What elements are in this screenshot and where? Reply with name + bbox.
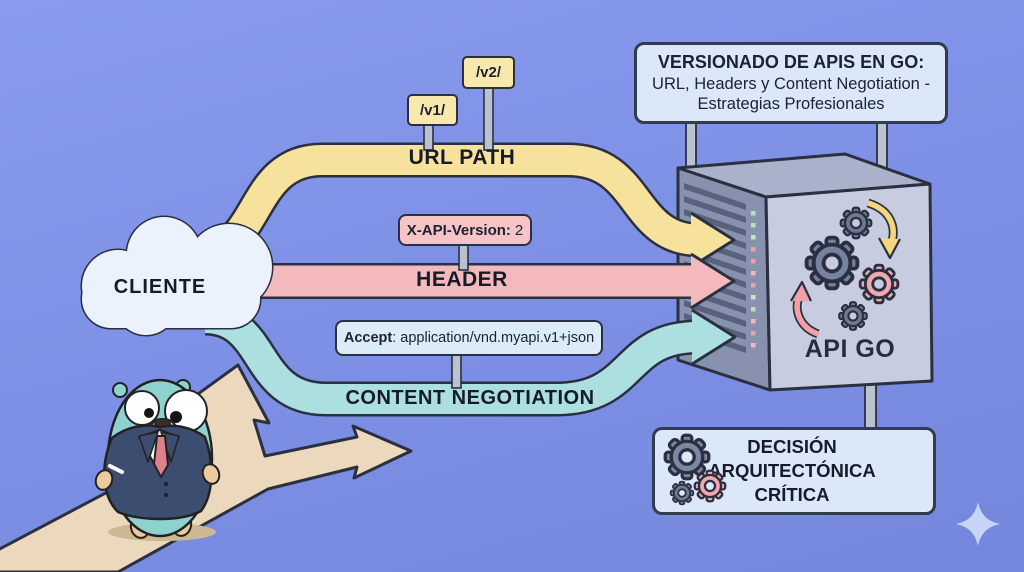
yellow-arrowhead-icon: [690, 211, 736, 269]
gear-icon: [858, 263, 900, 305]
decision-gears-icon: [663, 433, 727, 506]
server-led-lights: [751, 211, 756, 348]
server-rack-slats: [684, 183, 746, 353]
gear-icon: [669, 480, 695, 506]
pink-arrowhead-icon: [690, 252, 736, 310]
decision-box: DECISIÓN ARQUITECTÓNICA CRÍTICA: [652, 427, 936, 515]
header-band: [200, 252, 736, 310]
title-line: Estrategias Profesionales: [697, 95, 885, 114]
title-line: VERSIONADO DE APIS EN GO:: [657, 52, 925, 73]
accept-header-chip: Accept : application/vnd.myapi.v1+json: [335, 320, 603, 356]
sparkle-icon: [956, 502, 1000, 546]
title-line: URL, Headers y Content Negotiation -: [652, 74, 930, 93]
version-chip-v2: /v2/: [462, 56, 515, 89]
chip-label: /v1/: [419, 101, 446, 119]
gear-icon: [838, 301, 868, 331]
chip-label: /v2/: [475, 64, 502, 81]
chip-value: : application/vnd.myapi.v1+json: [392, 330, 595, 346]
gopher-eye: [124, 390, 160, 426]
curved-arrow-up-icon: [790, 280, 820, 339]
gear-icon: [804, 235, 860, 291]
decision-line: DECISIÓN: [747, 435, 837, 457]
header-version-chip: X-API-Version: 2: [398, 214, 532, 246]
title-box: VERSIONADO DE APIS EN GO: URL, Headers y…: [634, 42, 948, 124]
gear-icon: [693, 469, 727, 503]
chip-key: Accept: [343, 330, 393, 346]
chip-key: X-API-Version:: [406, 221, 511, 239]
gear-icon: [663, 433, 711, 481]
curved-arrow-down-icon: [866, 198, 901, 260]
decision-line: CRÍTICA: [754, 484, 830, 506]
decision-line: ARQUITECTÓNICA: [708, 459, 876, 481]
teal-arrowhead-icon: [691, 308, 737, 366]
gear-icon: [839, 206, 873, 240]
server-gears: [790, 198, 901, 339]
content-negotiation-band: [203, 300, 737, 417]
cloud-icon: [80, 215, 274, 337]
gopher-tie: [153, 435, 169, 478]
chip-value: 2: [514, 221, 524, 239]
version-chip-v1: /v1/: [407, 94, 458, 126]
gopher-mascot: [94, 378, 221, 541]
decision-text: DECISIÓN ARQUITECTÓNICA CRÍTICA: [661, 435, 923, 507]
